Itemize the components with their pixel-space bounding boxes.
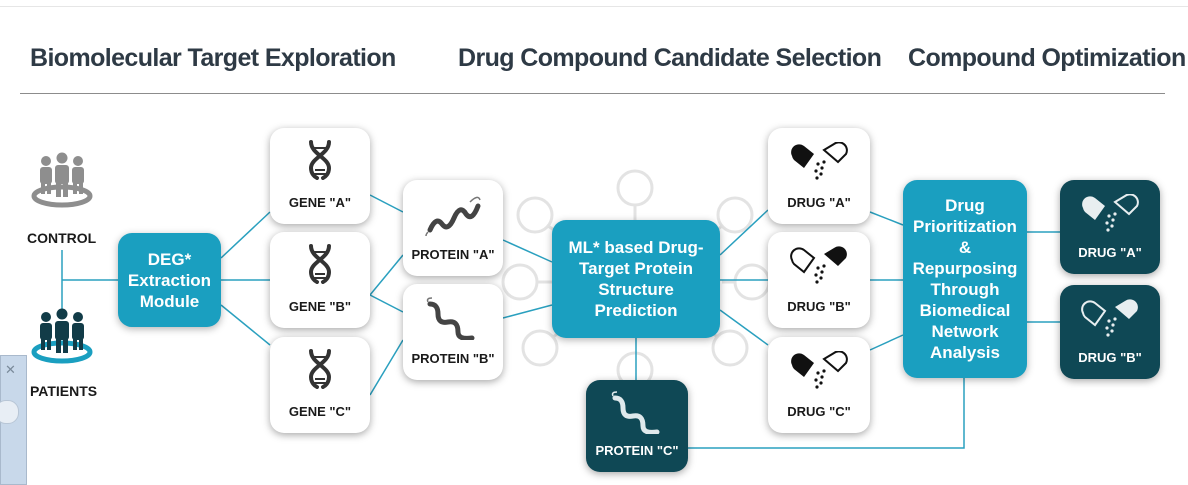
protein-helix-icon [426, 297, 475, 340]
protein-card-a: PROTEIN "A" [403, 180, 503, 276]
gene-label: GENE "A" [288, 195, 352, 210]
capsule-pill-icon [1082, 194, 1139, 232]
drug-card-a: DRUG "A" [768, 128, 870, 224]
drug-label: DRUG "A" [1078, 245, 1142, 260]
connector-lines [61, 194, 1060, 449]
header-candidate-selection: Drug Compound Candidate Selection [458, 44, 882, 72]
people-group-icon [31, 308, 93, 364]
header-target-exploration: Biomolecular Target Exploration [30, 44, 396, 72]
dna-helix-icon [308, 140, 332, 180]
people-group-icon [31, 152, 93, 208]
protein-card-c: PROTEIN "C" [586, 380, 688, 472]
header-compound-optimization: Compound Optimization [908, 44, 1186, 72]
dna-helix-icon [308, 349, 332, 389]
gene-card-b: GENE "B" [270, 232, 370, 328]
drug-label: DRUG "B" [787, 299, 851, 314]
drug-label: DRUG "A" [787, 195, 851, 210]
drug-card-c: DRUG "C" [768, 337, 870, 433]
output-drug-card-b: DRUG "B" [1060, 285, 1160, 379]
patients-label: PATIENTS [30, 383, 98, 399]
protein-helix-icon [611, 391, 660, 434]
control-label: CONTROL [27, 230, 97, 246]
gene-label: GENE "B" [288, 299, 352, 314]
top-divider [0, 6, 1188, 7]
capsule-pill-icon [790, 246, 847, 284]
protein-label: PROTEIN "A" [411, 247, 495, 262]
dna-helix-icon [308, 244, 332, 284]
protein-helix-icon [425, 196, 481, 236]
capsule-pill-icon [1081, 299, 1138, 337]
drug-card-b: DRUG "B" [768, 232, 870, 328]
gene-card-c: GENE "C" [270, 337, 370, 433]
output-drug-card-a: DRUG "A" [1060, 180, 1160, 274]
protein-card-b: PROTEIN "B" [403, 284, 503, 380]
menu-icon[interactable] [0, 400, 19, 424]
protein-label: PROTEIN "B" [411, 351, 495, 366]
ml-prediction-module: ML* based Drug-Target Protein Structure … [552, 220, 720, 338]
prioritization-module: Drug Prioritization & Repurposing Throug… [903, 180, 1027, 378]
deg-extraction-module: DEG* Extraction Module [118, 233, 221, 327]
header-rule [20, 93, 1165, 94]
capsule-pill-icon [791, 142, 848, 180]
protein-label: PROTEIN "C" [595, 443, 679, 458]
side-panel[interactable]: ✕ [0, 355, 27, 485]
drug-label: DRUG "B" [1078, 350, 1142, 365]
drug-label: DRUG "C" [787, 404, 851, 419]
gene-card-a: GENE "A" [270, 128, 370, 224]
close-icon[interactable]: ✕ [5, 362, 16, 377]
gene-label: GENE "C" [288, 404, 352, 419]
capsule-pill-icon [791, 351, 848, 389]
